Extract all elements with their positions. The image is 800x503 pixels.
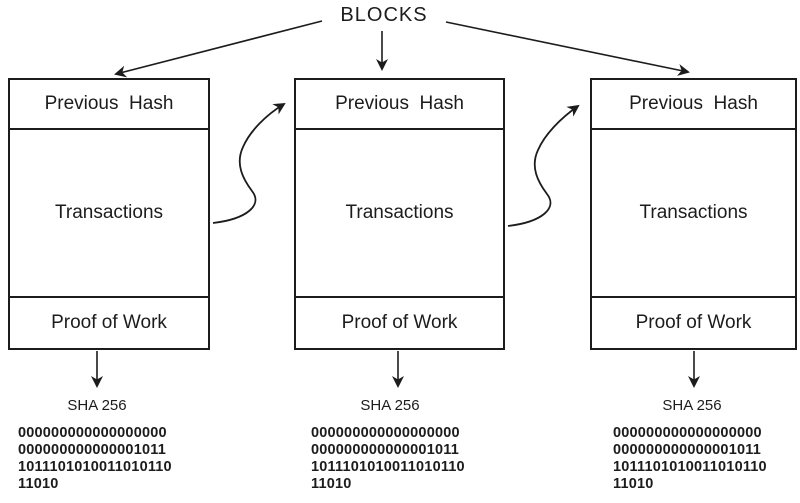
proof-of-work-label: Proof of Work <box>635 312 752 333</box>
block-2-transactions-section: Transactions <box>296 130 503 296</box>
hash-line: 1011101010011010110 <box>311 459 465 475</box>
block-1-hash-output: SHA 256 000000000000000000 0000000000000… <box>18 397 176 493</box>
hash-line: 000000000000001011 <box>18 442 166 458</box>
hash-line: 11010 <box>311 476 352 492</box>
previous-hash-label: Previous Hash <box>335 93 464 114</box>
block-3-transactions-section: Transactions <box>592 130 795 296</box>
sha256-label: SHA 256 <box>662 397 722 414</box>
hash-line: 000000000000001011 <box>311 442 459 458</box>
transactions-label: Transactions <box>639 202 748 223</box>
block-1-transactions-section: Transactions <box>10 130 208 296</box>
block-1-previous-hash-section: Previous Hash <box>10 80 208 130</box>
hash-line: 1011101010011010110 <box>613 459 767 475</box>
block-2: Previous Hash Transactions Proof of Work <box>294 78 505 350</box>
chain-arrow-block2-to-block3-icon <box>507 104 580 227</box>
block-2-previous-hash-section: Previous Hash <box>296 80 503 130</box>
sha256-label: SHA 256 <box>67 397 127 414</box>
proof-of-work-label: Proof of Work <box>51 312 167 333</box>
arrow-title-to-block1-icon <box>114 20 323 78</box>
diagram-title: BLOCKS <box>340 4 428 26</box>
hash-line: 11010 <box>613 476 654 492</box>
transactions-label: Transactions <box>54 202 164 223</box>
hash-line: 000000000000000000 <box>613 425 762 441</box>
block-3: Previous Hash Transactions Proof of Work <box>590 78 797 350</box>
transactions-label: Transactions <box>345 202 454 223</box>
previous-hash-label: Previous Hash <box>44 93 174 114</box>
hash-line: 000000000000000000 <box>311 425 460 441</box>
block-1-proof-of-work-section: Proof of Work <box>10 296 208 348</box>
block-2-hash-output: SHA 256 000000000000000000 0000000000000… <box>311 397 469 493</box>
block-1: Previous Hash Transactions Proof of Work <box>8 78 210 350</box>
block-3-hash-output: SHA 256 000000000000000000 0000000000000… <box>613 397 771 493</box>
previous-hash-label: Previous Hash <box>629 93 758 114</box>
block-3-proof-of-work-section: Proof of Work <box>592 296 795 348</box>
chain-arrow-block1-to-block2-icon <box>212 102 286 224</box>
hash-line: 000000000000000000 <box>18 425 167 441</box>
block-2-proof-of-work-section: Proof of Work <box>296 296 503 348</box>
block-3-previous-hash-section: Previous Hash <box>592 80 795 130</box>
hash-line: 000000000000001011 <box>613 442 761 458</box>
arrow-title-to-block3-icon <box>445 21 690 76</box>
hash-line: 11010 <box>18 476 59 492</box>
sha256-label: SHA 256 <box>360 397 420 414</box>
proof-of-work-label: Proof of Work <box>341 312 458 333</box>
hash-line: 1011101010011010110 <box>18 459 172 475</box>
